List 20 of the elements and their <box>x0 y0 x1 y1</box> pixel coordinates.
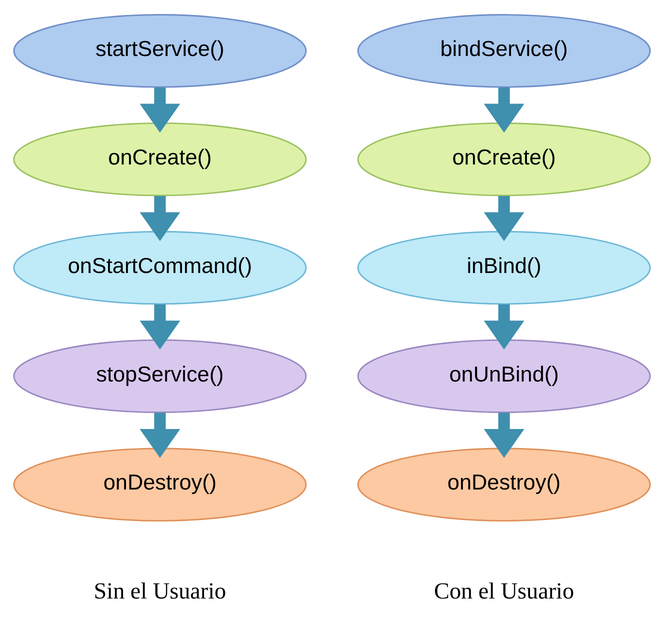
arrow <box>484 304 524 350</box>
node-ellipse: onUnBind() <box>357 339 651 414</box>
node-ellipse: inBind() <box>357 230 651 305</box>
arrow <box>140 304 180 350</box>
arrow <box>140 88 180 133</box>
node-ellipse: onDestroy() <box>13 448 307 522</box>
node-ellipse: startService() <box>13 14 307 88</box>
node-ellipse: bindService() <box>357 14 651 88</box>
label: Con el Usuario <box>434 578 574 605</box>
arrow <box>484 196 524 242</box>
arrow <box>484 412 524 458</box>
node-ellipse: onStartCommand() <box>13 230 307 305</box>
node-ellipse: onDestroy() <box>357 448 651 522</box>
arrow <box>140 412 180 458</box>
node-ellipse: onCreate() <box>357 122 651 196</box>
label: Sin el Usuario <box>94 578 226 605</box>
arrow <box>140 196 180 242</box>
arrow <box>484 88 524 133</box>
node-ellipse: onCreate() <box>13 122 307 196</box>
node-ellipse: stopService() <box>13 339 307 414</box>
